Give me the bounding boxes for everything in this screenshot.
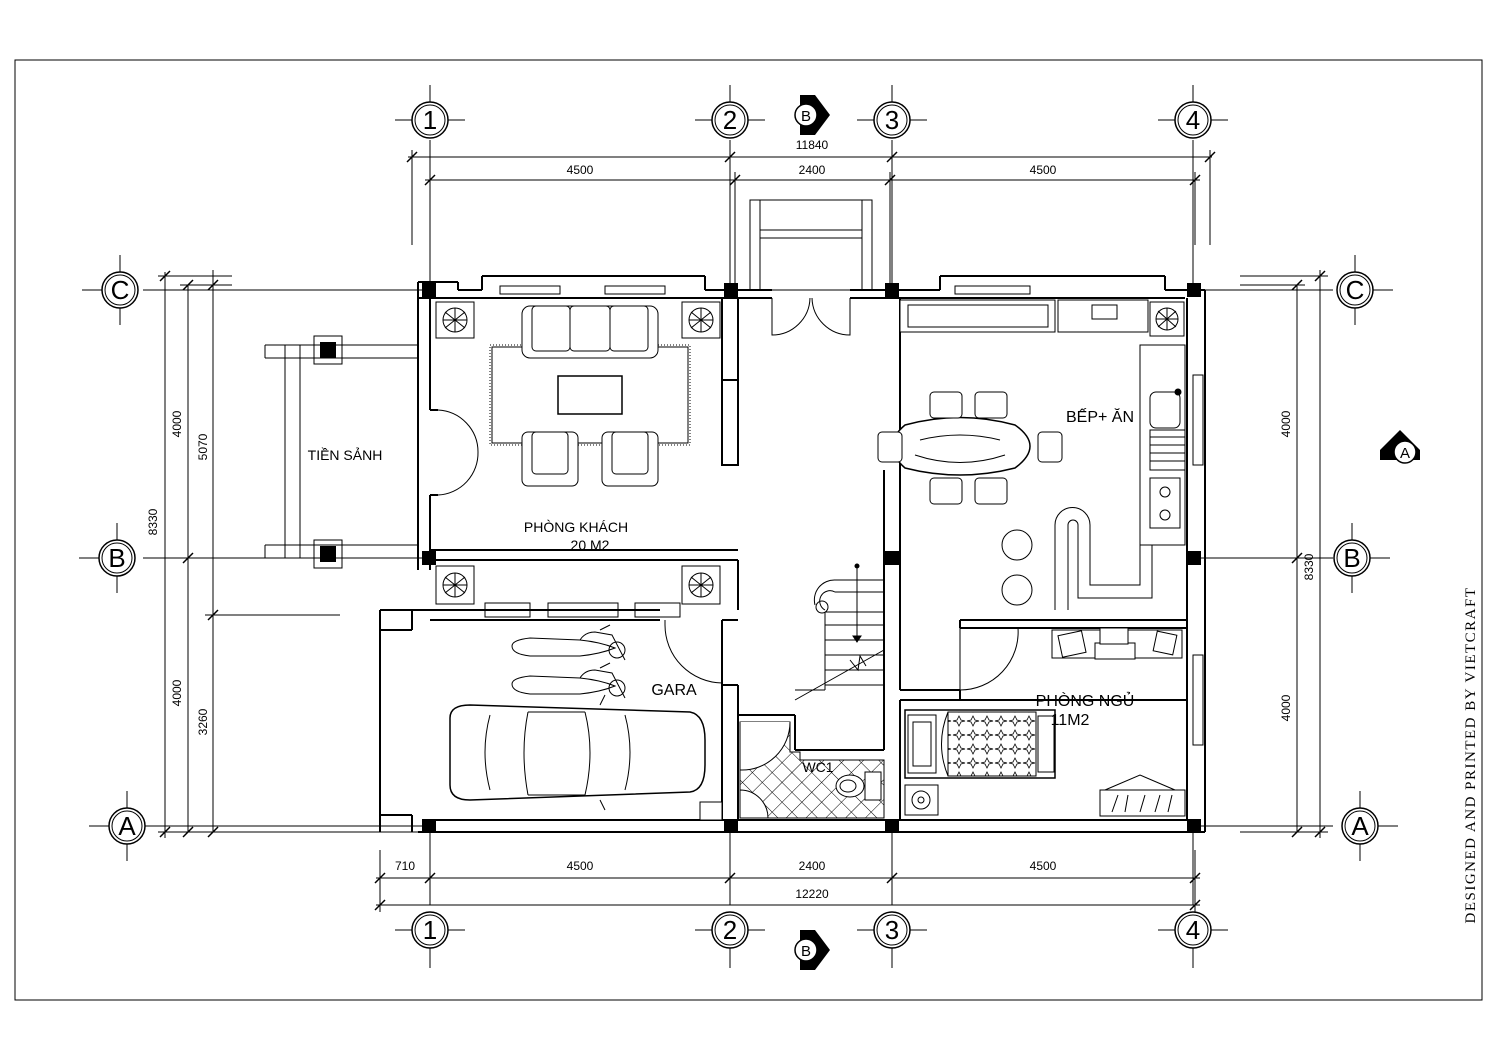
sheet-frame (14, 59, 1483, 1001)
dim-bottom-span-1: 710 (395, 859, 415, 873)
sofa-icon (521, 305, 659, 359)
dim-left-total: 8330 (146, 508, 160, 535)
room-label-kitchen: BẾP+ ĂN (1066, 407, 1134, 426)
svg-text:B: B (108, 543, 125, 573)
svg-text:B: B (801, 108, 811, 125)
dim-bottom-span-3: 2400 (799, 859, 826, 873)
grid-bubble-bottom-4: 4 (1158, 911, 1228, 968)
svg-text:C: C (1346, 275, 1365, 305)
svg-text:C: C (111, 275, 130, 305)
staircase (794, 563, 885, 701)
windows (484, 285, 1204, 746)
svg-text:A: A (118, 811, 136, 841)
bedroom-door (959, 627, 1019, 691)
svg-text:4: 4 (1186, 915, 1200, 945)
dim-top-total: 11840 (796, 138, 829, 152)
room-label-bedroom: PHÒNG NGỦ (1036, 691, 1135, 710)
dim-top-span-2: 2400 (799, 163, 826, 177)
dim-bottom-span-2: 4500 (567, 859, 594, 873)
columns (320, 283, 1201, 833)
main-entrance-door (771, 297, 851, 336)
bed-icon (904, 709, 1056, 779)
dim-left-span-2: 4000 (170, 679, 184, 706)
entrance-steps (749, 199, 873, 291)
dimension-ticks (159, 151, 1326, 911)
armchair-icon (521, 431, 659, 487)
svg-text:2: 2 (723, 105, 737, 135)
garage-cabinet (699, 801, 723, 821)
nightstand-icon (904, 784, 939, 816)
grid-bubble-left-c: C (82, 255, 139, 325)
section-marker-right-a: A (1380, 430, 1420, 464)
svg-text:B: B (801, 943, 811, 960)
svg-text:B: B (1343, 543, 1360, 573)
room-label-bedroom-area: 11M2 (1051, 712, 1090, 729)
coffee-table (557, 375, 623, 415)
grid-bubble-bottom-2: 2 (695, 911, 765, 968)
porch-door (437, 409, 479, 496)
designer-stamp: DESIGNED AND PRINTED BY VIETCRAFT (1463, 586, 1479, 923)
grid-bubble-right-c: C (1336, 255, 1393, 325)
dim-top-span-1: 4500 (567, 163, 594, 177)
grid-bubble-right-a: A (1341, 791, 1398, 861)
kitchen-counter (899, 299, 1186, 546)
svg-text:A: A (1351, 811, 1369, 841)
grid-bubble-bottom-3: 3 (857, 911, 927, 968)
section-marker-bottom-b: B (794, 930, 830, 970)
dim-right-total: 8330 (1302, 553, 1316, 580)
wc-door (739, 721, 791, 819)
grid-bubble-left-b: B (79, 523, 136, 593)
dim-bottom-total: 12220 (795, 887, 829, 901)
dim-left-inner-1: 5070 (196, 433, 210, 460)
dim-left-inner-2: 3260 (196, 708, 210, 735)
svg-text:A: A (1400, 445, 1410, 462)
dim-left-span-1: 4000 (170, 410, 184, 437)
grid-bubble-top-4: 4 (1158, 85, 1228, 139)
garage-door (664, 620, 723, 684)
section-marker-top-b: B (794, 95, 830, 135)
desk-icon (1051, 627, 1183, 660)
interior-walls (430, 298, 1187, 820)
svg-text:1: 1 (423, 915, 437, 945)
svg-text:1: 1 (423, 105, 437, 135)
room-label-living-area: 20 M2 (571, 537, 610, 553)
room-label-porch: TIỀN SẢNH (308, 447, 383, 463)
porch-pergola (264, 335, 418, 569)
motorbike-icon (511, 624, 626, 699)
grid-bubble-bottom-1: 1 (395, 911, 465, 968)
svg-text:4: 4 (1186, 105, 1200, 135)
exterior-walls (379, 275, 1206, 833)
dining-table-icon (877, 391, 1063, 505)
svg-text:3: 3 (885, 915, 899, 945)
dimension-lines (158, 150, 1328, 912)
toilet-icon (835, 771, 882, 801)
dim-bottom-span-4: 4500 (1030, 859, 1057, 873)
grid-bubble-top-3: 3 (857, 85, 927, 139)
svg-text:2: 2 (723, 915, 737, 945)
room-label-garage: GARA (651, 682, 697, 699)
dim-right-span-2: 4000 (1279, 694, 1293, 721)
bar-counter (1001, 507, 1153, 610)
grid-bubble-top-2: 2 (695, 85, 765, 139)
grid-bubble-right-b: B (1333, 523, 1390, 593)
plant-icon (435, 301, 1185, 605)
dim-right-span-1: 4000 (1279, 410, 1293, 437)
svg-text:3: 3 (885, 105, 899, 135)
dim-top-span-3: 4500 (1030, 163, 1057, 177)
grid-bubble-left-a: A (89, 791, 146, 861)
room-label-wc: WC1 (802, 759, 833, 775)
grid-bubble-top-1: 1 (395, 85, 465, 139)
room-label-living: PHÒNG KHÁCH (524, 519, 628, 535)
wardrobe-icon (1099, 774, 1186, 817)
car-icon (449, 694, 706, 811)
